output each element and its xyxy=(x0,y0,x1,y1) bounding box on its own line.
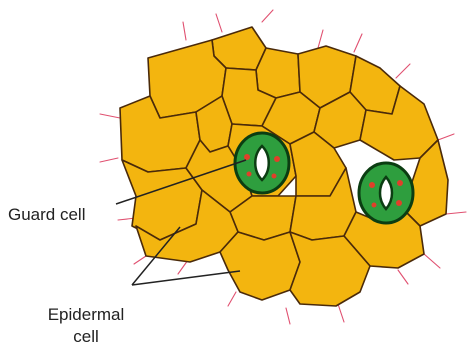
chloroplast xyxy=(369,182,375,188)
stoma-right xyxy=(359,163,413,223)
epidermal-cell-label-line1: Epidermal xyxy=(48,305,125,324)
stomatal-pore xyxy=(255,146,269,180)
epidermal-cell-label-line2: cell xyxy=(73,327,99,346)
chloroplast xyxy=(272,174,277,179)
chloroplast xyxy=(396,200,402,206)
chloroplast xyxy=(247,172,252,177)
guard-cell-label: Guard cell xyxy=(8,205,85,224)
chloroplast xyxy=(244,154,250,160)
chloroplast xyxy=(397,180,403,186)
epidermal-cell xyxy=(256,48,300,98)
chloroplast xyxy=(372,203,377,208)
epidermal-cell xyxy=(220,232,300,300)
epidermal-leader-lower xyxy=(132,271,240,285)
stomatal-pore xyxy=(380,177,392,209)
stoma-left xyxy=(235,133,289,193)
chloroplast xyxy=(274,156,280,162)
